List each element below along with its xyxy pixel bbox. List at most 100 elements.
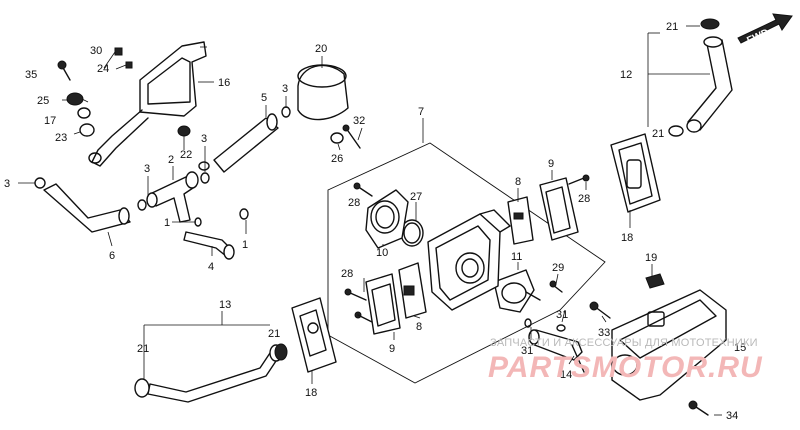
plate-8-lower [398, 262, 427, 319]
label-8-lower: 8 [416, 321, 422, 333]
label-27: 27 [410, 191, 422, 203]
label-16: 16 [218, 77, 230, 89]
label-1-left: 1 [164, 217, 170, 229]
label-23: 23 [55, 132, 67, 144]
label-14: 14 [560, 369, 572, 381]
cap-20 [297, 64, 349, 121]
cap-19 [645, 273, 665, 289]
washer-26 [330, 132, 344, 144]
label-25: 25 [37, 95, 49, 107]
label-28-lower-left: 28 [341, 268, 353, 280]
gasket-18-bottom [291, 297, 337, 373]
clip-31-top [556, 324, 566, 332]
label-24: 24 [97, 63, 109, 75]
clip-3-joint-left [137, 199, 147, 211]
label-5: 5 [261, 92, 267, 104]
washer-25 [66, 92, 84, 106]
watermark: ЗАПЧАСТИ И АКСЕССУАРЫ ДЛЯ МОТОТЕХНИКИ PA… [488, 337, 763, 384]
part-labels: 21 12 21 18 19 15 33 34 31 31 14 29 11 2… [4, 21, 746, 422]
label-18-right: 18 [621, 232, 633, 244]
watermark-brand: PARTSMOTOR.RU [488, 351, 763, 384]
label-21-bottom-right: 21 [268, 328, 280, 340]
housing-7 [427, 209, 511, 311]
label-32: 32 [353, 115, 365, 127]
label-15: 15 [734, 342, 746, 354]
clamp-21-top [700, 18, 720, 30]
grommet-23 [79, 123, 95, 137]
label-13: 13 [219, 299, 231, 311]
hose-5 [213, 113, 279, 173]
hose-13 [134, 344, 283, 403]
bolt-35 [57, 60, 71, 81]
label-1-right: 1 [242, 239, 248, 251]
label-34: 34 [726, 410, 738, 422]
label-22: 22 [180, 149, 192, 161]
clip-1-right [239, 208, 249, 220]
clip-30 [114, 47, 123, 56]
label-4: 4 [208, 261, 214, 273]
label-8-upper: 8 [515, 176, 521, 188]
label-3-mid: 3 [201, 133, 207, 145]
flange-10 [365, 189, 409, 249]
label-28-right: 28 [578, 193, 590, 205]
label-26: 26 [331, 153, 343, 165]
hose-6 [43, 183, 131, 233]
gasket-18-right [610, 133, 661, 213]
label-10: 10 [376, 247, 388, 259]
plate-8-upper [507, 196, 534, 245]
screw-28-left-lower [344, 288, 367, 301]
clip-3-top [281, 106, 291, 118]
label-33: 33 [598, 327, 610, 339]
screw-28-left-upper [353, 182, 373, 197]
hose-4 [183, 231, 235, 260]
bolt-33 [589, 301, 611, 319]
screw-28-right [568, 174, 590, 185]
label-21-bottom-left: 21 [137, 343, 149, 355]
label-20: 20 [315, 43, 327, 55]
cover-11 [493, 269, 541, 313]
label-12: 12 [620, 69, 632, 81]
label-3-left: 3 [4, 178, 10, 190]
grommet-22 [177, 125, 191, 137]
label-9-lower: 9 [389, 343, 395, 355]
gasket-9-upper [539, 177, 579, 241]
label-21-top: 21 [666, 21, 678, 33]
clamp-21-lower-right [668, 125, 684, 137]
label-3-top: 3 [282, 83, 288, 95]
label-19: 19 [645, 252, 657, 264]
label-3-joint: 3 [144, 163, 150, 175]
watermark-tagline: ЗАПЧАСТИ И АКСЕССУАРЫ ДЛЯ МОТОТЕХНИКИ [490, 337, 758, 349]
gasket-9-lower [365, 273, 401, 335]
screw-9-lower [354, 311, 373, 323]
clamp-21-bottom-right [274, 343, 288, 361]
label-31-left: 31 [521, 345, 533, 357]
hose-12 [686, 36, 733, 133]
label-28-upper-left: 28 [348, 197, 360, 209]
label-29: 29 [552, 262, 564, 274]
label-17: 17 [44, 115, 56, 127]
clip-3-joint-right [200, 172, 210, 184]
label-11: 11 [511, 251, 522, 263]
tube-14 [528, 329, 585, 373]
label-18-bottom: 18 [305, 387, 317, 399]
case-15 [611, 289, 727, 401]
clip-31-left [524, 318, 532, 328]
label-21-right: 21 [652, 128, 664, 140]
leader-lines [18, 46, 722, 416]
bolt-34 [688, 400, 709, 416]
label-35: 35 [25, 69, 37, 81]
fwd-arrow-icon: FWD [737, 13, 793, 47]
label-2: 2 [168, 154, 174, 166]
label-6: 6 [109, 250, 115, 262]
label-30: 30 [90, 45, 102, 57]
bracket-16 [88, 41, 207, 167]
label-9-upper: 9 [548, 158, 554, 170]
collar-17 [77, 107, 91, 119]
nut-24 [125, 61, 133, 69]
clip-3-left [34, 177, 46, 189]
label-7: 7 [418, 106, 424, 118]
bolt-32 [342, 124, 361, 149]
label-31-right: 31 [556, 309, 568, 321]
clip-3-mid [198, 161, 210, 171]
